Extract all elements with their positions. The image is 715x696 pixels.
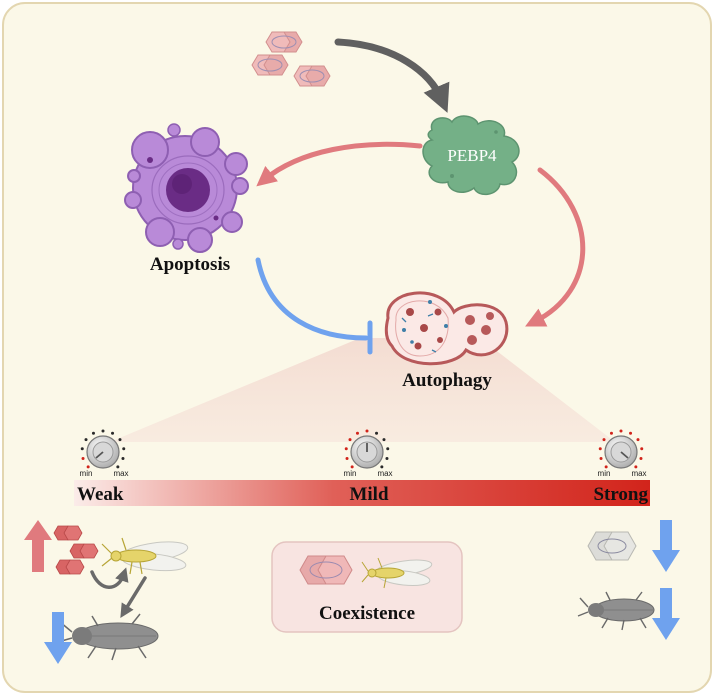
autophagy-fan bbox=[110, 338, 615, 442]
dial-mild-icon bbox=[344, 429, 390, 469]
down-arrow-icon bbox=[652, 588, 680, 640]
up-arrow-icon bbox=[24, 520, 52, 572]
red-arrow-to-apoptosis bbox=[256, 141, 423, 187]
dial-tick bbox=[599, 456, 603, 460]
dial-weak-icon bbox=[80, 429, 126, 469]
dial-tick bbox=[382, 438, 386, 442]
dial-tick bbox=[348, 438, 352, 442]
down-arrow-icon bbox=[44, 612, 72, 664]
dial-tick bbox=[619, 429, 623, 433]
dial-tick bbox=[602, 438, 606, 442]
red-arrow-to-autophagy bbox=[525, 167, 586, 327]
dial-tick bbox=[634, 465, 638, 469]
dial-tick bbox=[101, 429, 105, 433]
hexagon-pair-icon bbox=[299, 555, 353, 585]
dial-tick bbox=[122, 447, 126, 451]
dial-tick bbox=[111, 431, 115, 435]
pebp4-protein-icon bbox=[422, 115, 520, 196]
strong-label: Strong bbox=[593, 484, 648, 505]
hexagon-pair-gray-icon bbox=[587, 531, 637, 561]
dial-tick bbox=[386, 447, 390, 451]
dial-tick bbox=[80, 447, 84, 451]
intensity-bar bbox=[74, 480, 650, 506]
dial-tick bbox=[91, 431, 95, 435]
dial-tick bbox=[598, 447, 602, 451]
mild-label: Mild bbox=[349, 484, 388, 505]
diagonal-gray-arrow bbox=[120, 576, 147, 618]
hexagon-cluster-icon bbox=[53, 525, 99, 575]
cockroach-icon bbox=[57, 613, 159, 661]
dial-tick bbox=[365, 429, 369, 433]
blue-inhibition-arrow bbox=[255, 257, 369, 341]
dial-tick bbox=[81, 456, 85, 460]
apoptotic-cell-icon bbox=[124, 123, 249, 253]
dial-tick bbox=[84, 438, 88, 442]
dial-tick bbox=[116, 465, 120, 469]
autophagosome-icon bbox=[384, 291, 509, 366]
gray-activation-arrow bbox=[334, 38, 450, 113]
curved-gray-arrow bbox=[90, 567, 129, 589]
dial-tick bbox=[344, 447, 348, 451]
dial-tick bbox=[355, 431, 359, 435]
dial-weak-min: min bbox=[80, 469, 93, 478]
dial-tick bbox=[118, 438, 122, 442]
dial-tick bbox=[350, 465, 354, 469]
dial-tick bbox=[609, 431, 613, 435]
autophagy-label: Autophagy bbox=[402, 370, 492, 391]
dial-tick bbox=[640, 447, 644, 451]
dial-strong-max: max bbox=[631, 469, 646, 478]
dial-tick bbox=[375, 431, 379, 435]
whitefly-icon bbox=[361, 557, 433, 589]
dial-strong-min: min bbox=[598, 469, 611, 478]
down-arrow-icon bbox=[652, 520, 680, 572]
whitefly-icon bbox=[101, 537, 189, 575]
dial-tick bbox=[121, 456, 125, 460]
pebp4-label: PEBP4 bbox=[447, 146, 497, 165]
dial-tick bbox=[385, 456, 389, 460]
dial-tick bbox=[345, 456, 349, 460]
apoptosis-label: Apoptosis bbox=[150, 254, 230, 275]
dial-tick bbox=[380, 465, 384, 469]
dial-tick bbox=[629, 431, 633, 435]
hexagon-cluster-icon bbox=[251, 31, 331, 87]
dial-tick bbox=[636, 438, 640, 442]
dial-mild-max: max bbox=[377, 469, 392, 478]
coexistence-label: Coexistence bbox=[319, 603, 415, 624]
dial-tick bbox=[604, 465, 608, 469]
weak-label: Weak bbox=[77, 484, 124, 505]
dial-strong-icon bbox=[598, 429, 644, 469]
dial-tick bbox=[86, 465, 90, 469]
dial-weak-max: max bbox=[113, 469, 128, 478]
cockroach-icon bbox=[577, 591, 655, 631]
dial-mild-min: min bbox=[344, 469, 357, 478]
dial-tick bbox=[639, 456, 643, 460]
